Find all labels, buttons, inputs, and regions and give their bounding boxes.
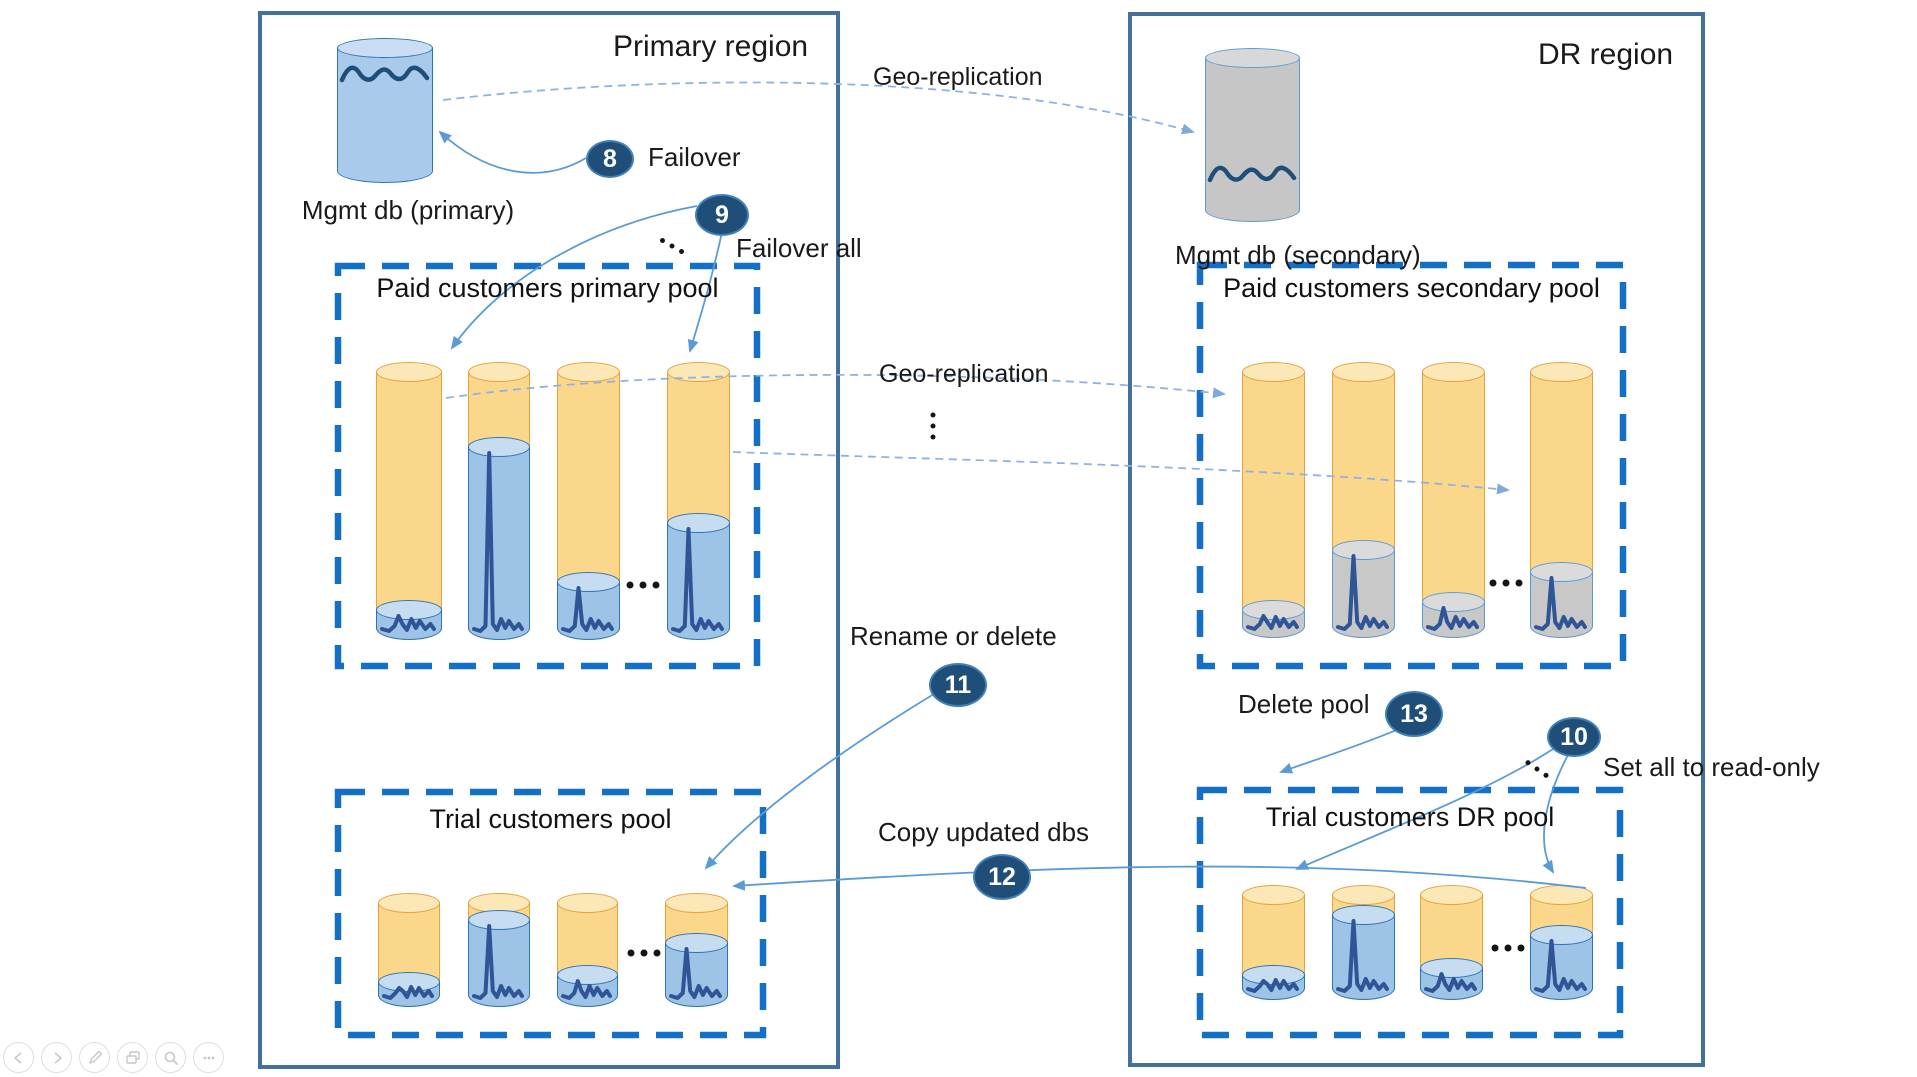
next-icon [53,1051,62,1064]
usage-sparkline [1336,919,1389,993]
trial-customers-dr-pool-db-3-cap [1420,885,1483,905]
more-options-button[interactable] [193,1042,224,1073]
trial-customers-pool-db-4-cap [665,893,728,913]
primary-region-box [258,11,840,1069]
zoom-icon [164,1051,178,1065]
zoom-slide-button[interactable] [155,1042,186,1073]
usage-sparkline [561,979,612,1000]
paid-customers-secondary-pool-db-4-cap [1530,362,1593,382]
paid-customers-primary-pool-db-2-cap [468,362,530,382]
usage-sparkline [1246,978,1299,993]
usage-sparkline [472,924,524,1000]
paid-customers-secondary-pool-db-1-cap [1242,362,1305,382]
paid-customers-secondary-pool-db-1 [1242,372,1305,638]
pen-tool-button[interactable] [79,1042,110,1073]
trial-customers-dr-pool-db-2-cap [1332,885,1395,905]
usage-sparkline [1424,972,1477,993]
mgmt-db-secondary-cap [1205,48,1300,68]
usage-sparkline [1246,614,1299,631]
primary-region-title: Primary region [613,30,809,63]
usage-sparkline [382,985,434,1000]
more-icon [203,1056,214,1059]
usage-sparkline [1426,606,1479,631]
see-all-slides-button[interactable] [117,1042,148,1073]
trial-customers-pool-db-1-cap [378,893,440,913]
usage-sparkline [1534,576,1587,631]
dr-region-title: DR region [1538,38,1674,71]
usage-sparkline [1534,939,1587,993]
previous-slide-button[interactable] [3,1042,34,1073]
paid-customers-primary-pool-db-4-cap [667,362,730,382]
usage-sparkline [472,451,524,633]
next-slide-button[interactable] [41,1042,72,1073]
usage-sparkline [1336,554,1389,631]
slides-icon [125,1050,140,1064]
previous-icon [13,1051,22,1064]
mgmt-db-secondary-cylinder [1205,58,1300,222]
trial-customers-dr-pool-db-1-cap [1242,885,1305,905]
usage-sparkline [669,947,722,1000]
usage-sparkline [380,614,436,633]
trial-customers-dr-pool-db-4-cap [1530,885,1593,905]
paid-customers-secondary-pool-db-2-cap [1332,362,1395,382]
presenter-toolbar [3,1042,224,1073]
mgmt-db-primary-cap [337,38,433,58]
dr-region-box [1128,12,1705,1067]
mgmt-db-secondary-squiggle [1207,165,1297,183]
trial-customers-pool-db-3-cap [557,893,618,913]
usage-sparkline [671,527,724,633]
paid-customers-primary-pool-db-1-cap [376,362,442,382]
usage-sparkline [561,586,614,633]
mgmt-db-primary-squiggle [339,65,430,83]
paid-customers-primary-pool-db-3-cap [557,362,620,382]
pen-icon [88,1050,102,1064]
paid-customers-secondary-pool-db-3-cap [1422,362,1485,382]
